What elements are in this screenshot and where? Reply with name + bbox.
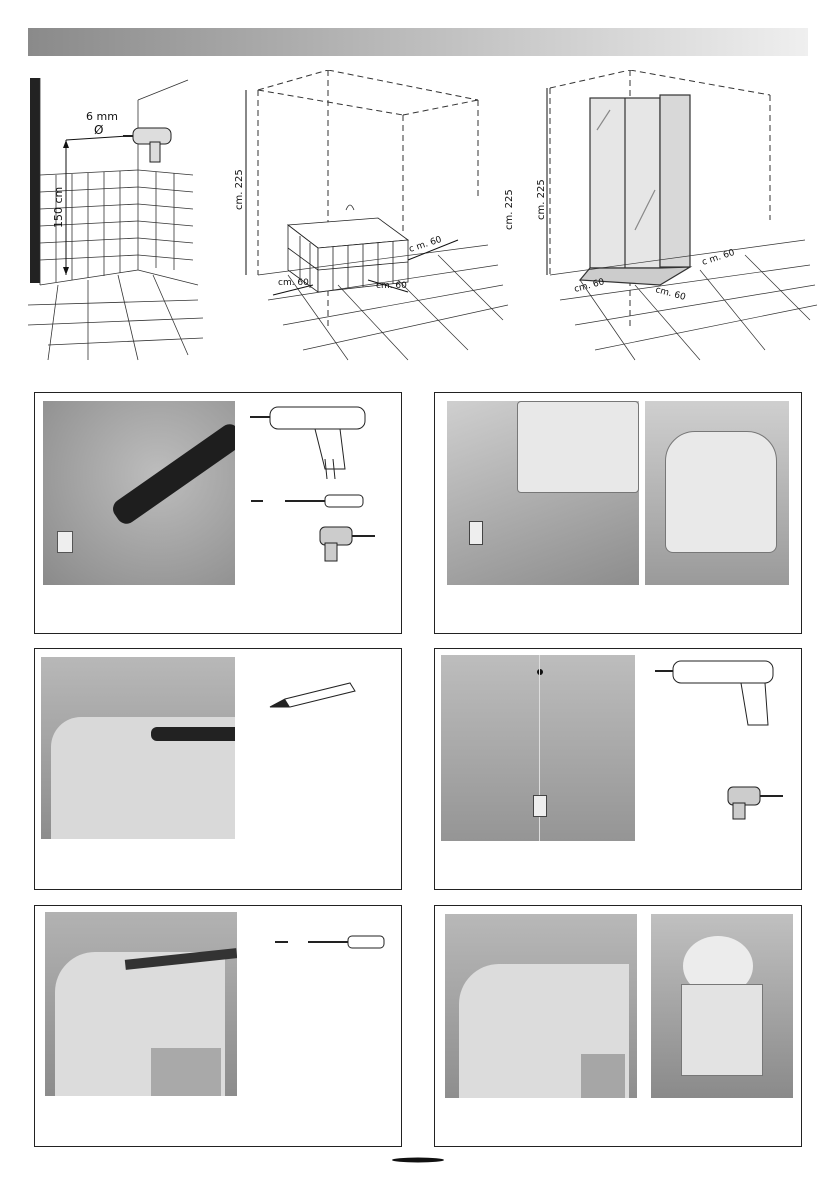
- wall-drilling-diagram: 150 cm 6 mm Ø: [28, 70, 208, 370]
- drill-icon: [655, 661, 773, 725]
- step-panel-4: [434, 648, 802, 890]
- height-label: 150 cm: [52, 187, 65, 228]
- bathtub-clearance-diagram: cm. 225 cm. 225 cm. 60 cm. 60 c m. 60: [228, 70, 518, 370]
- shower-clearance-diagram: cm. 225 cm. 60 cm. 60 c m. 60: [535, 70, 820, 370]
- shower-enclosure: [580, 95, 690, 285]
- footer-logo: [390, 1156, 446, 1164]
- screwdriver-icon: [285, 495, 363, 507]
- diameter-symbol: Ø: [94, 123, 103, 137]
- wall-edge: [30, 78, 40, 283]
- photo-drilling-point: [441, 655, 635, 841]
- photo-mounting-holder: [447, 401, 639, 585]
- drill-icon: [250, 407, 365, 479]
- distance-label-b: cm. 60: [376, 281, 407, 291]
- photo-installed-dryer: [651, 914, 793, 1098]
- header-bar: [28, 28, 808, 56]
- photo-screwing-bracket: [43, 401, 235, 585]
- step-panel-1: [34, 392, 402, 634]
- photo-marking-holes: [41, 657, 235, 839]
- small-drill-icon: [320, 527, 375, 561]
- photo-inserting-dryer: [445, 914, 637, 1098]
- photo-fixing-screw: [45, 912, 237, 1096]
- distance-label-c: c m. 60: [701, 248, 736, 268]
- screwdriver-icon: [308, 936, 384, 948]
- height-label: cm. 225: [234, 169, 245, 210]
- bit-size-label: 6 mm: [86, 110, 118, 123]
- height-label-right: cm. 225: [504, 189, 515, 230]
- step-panel-6: [434, 905, 802, 1147]
- pencil-icon: [265, 679, 365, 719]
- step-panel-5: [34, 905, 402, 1147]
- distance-label-b: cm. 60: [654, 285, 687, 303]
- photo-dryer-holder: [645, 401, 789, 585]
- step-panel-2: [434, 392, 802, 634]
- small-drill-icon: [728, 787, 783, 819]
- step-panel-3: [34, 648, 402, 890]
- height-label: cm. 225: [536, 179, 547, 220]
- distance-label-a: cm. 60: [278, 278, 309, 288]
- drill-icon: [123, 128, 171, 162]
